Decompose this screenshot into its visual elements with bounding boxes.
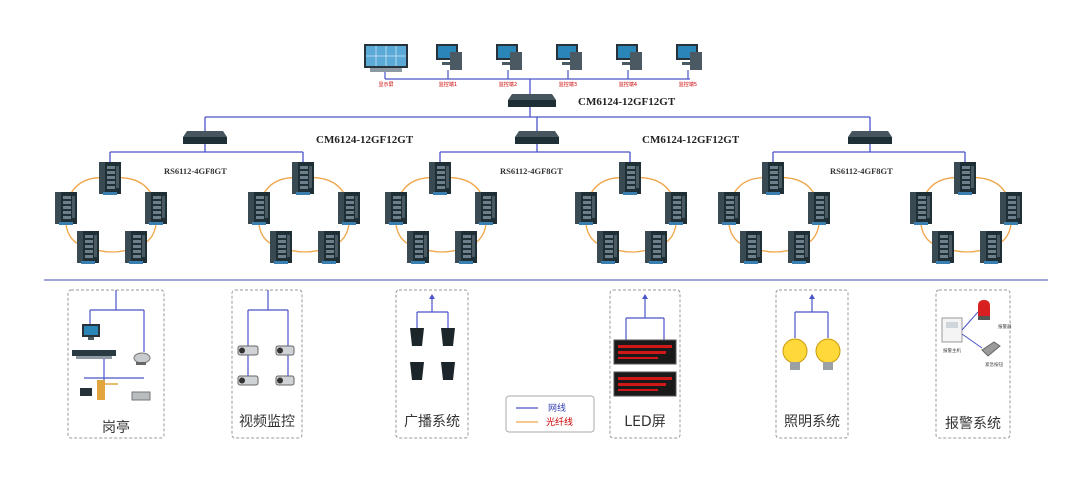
ring-switch-icon (125, 231, 147, 264)
aggregation-switch-label: CM6124-12GF12GT (316, 134, 414, 146)
ring-switch-icon (270, 231, 292, 264)
ring-switch-icon (718, 192, 740, 225)
monitor-icon (556, 44, 582, 70)
ring-switch-icon (740, 231, 762, 264)
ring-switch-icon (665, 192, 687, 225)
workstation-label: 监控端3 (559, 81, 577, 88)
ring-switch-icon (77, 231, 99, 264)
panel-alarm (935, 289, 1011, 439)
monitor-icon (436, 44, 462, 70)
ring-switch-icon (145, 192, 167, 225)
panel-video-surveillance (231, 289, 303, 439)
ring-switch-icon (292, 162, 314, 195)
aggregation-switch-icon (848, 131, 892, 144)
ring-switch-icon (407, 231, 429, 264)
top-bus-line (384, 70, 690, 94)
core-bus-line (204, 107, 871, 131)
ring-switch-icon (99, 162, 121, 195)
ring-switch-icon (762, 162, 784, 195)
ring-uplink-line (109, 144, 966, 160)
panel-broadcast (395, 289, 469, 439)
ring-switch-label: RS6112-4GF8GT (164, 166, 227, 176)
panel-title: 岗亭 (102, 419, 130, 436)
ring-switch-icon (475, 192, 497, 225)
workstation-label: 监控端1 (439, 81, 457, 88)
aggregation-switch-label: CM6124-12GF12GT (642, 134, 740, 146)
led-screen-icon (613, 294, 677, 397)
ring-switch-icon (788, 231, 810, 264)
panel-title: 报警系统 (945, 416, 1001, 432)
ring-switch-icon (575, 192, 597, 225)
ring-switch-icon (954, 162, 976, 195)
legend-fiber-label: 光纤线 (546, 416, 573, 428)
monitor-icon (616, 44, 642, 70)
speaker-icon (410, 294, 455, 380)
aggregation-switch-icon (515, 131, 559, 144)
ring-switch-icon (645, 231, 667, 264)
workstation-label: 监控端2 (499, 81, 517, 88)
ring-switch-label: RS6112-4GF8GT (830, 166, 893, 176)
ring-switch-icon (455, 231, 477, 264)
workstation-label: 监控端4 (619, 81, 637, 88)
panel-title: 照明系统 (784, 414, 840, 430)
ring-switch-icon (385, 192, 407, 225)
ring-switch-icon (932, 231, 954, 264)
cctv-camera-icon (237, 290, 295, 386)
guard-booth-icon (72, 290, 151, 401)
ring-switch-icon (55, 192, 77, 225)
ring-switch-icon (318, 231, 340, 264)
legend-box (505, 395, 595, 433)
core-switch-icon (508, 94, 556, 107)
legend-net-label: 网线 (548, 402, 566, 414)
alarm-panel-label: 报警主机 (943, 347, 961, 354)
aggregation-switch-icon (183, 131, 227, 144)
alarm-button-label: 紧急按钮 (985, 361, 1003, 368)
ring-switch-icon (808, 192, 830, 225)
workstation-label: 显示屏 (378, 82, 393, 88)
workstation-label: 监控端5 (679, 81, 697, 88)
core-switch-label: CM6124-12GF12GT (578, 96, 676, 108)
ring-switch-icon (338, 192, 360, 225)
panel-title: 视频监控 (239, 414, 295, 430)
monitor-icon (676, 44, 702, 70)
ring-switch-icon (910, 192, 932, 225)
panel-guard-booth (67, 289, 165, 439)
ring-switch-icon (980, 231, 1002, 264)
light-bulb-icon (782, 294, 841, 370)
panel-title: 广播系统 (404, 414, 460, 430)
ring-switch-label: RS6112-4GF8GT (500, 166, 563, 176)
panel-led-screen (609, 289, 681, 439)
ring-switch-icon (248, 192, 270, 225)
alarm-icon (941, 300, 1001, 357)
alarm-siren-label: 报警器 (998, 323, 1012, 330)
ring-switch-icon (1000, 192, 1022, 225)
panel-title: LED屏 (624, 414, 665, 430)
display-wall-icon (364, 44, 408, 72)
ring-network-group (55, 160, 1022, 264)
panel-lighting (775, 289, 849, 439)
ring-switch-icon (597, 231, 619, 264)
ring-switch-icon (619, 162, 641, 195)
ring-switch-icon (429, 162, 451, 195)
monitor-icon (496, 44, 522, 70)
